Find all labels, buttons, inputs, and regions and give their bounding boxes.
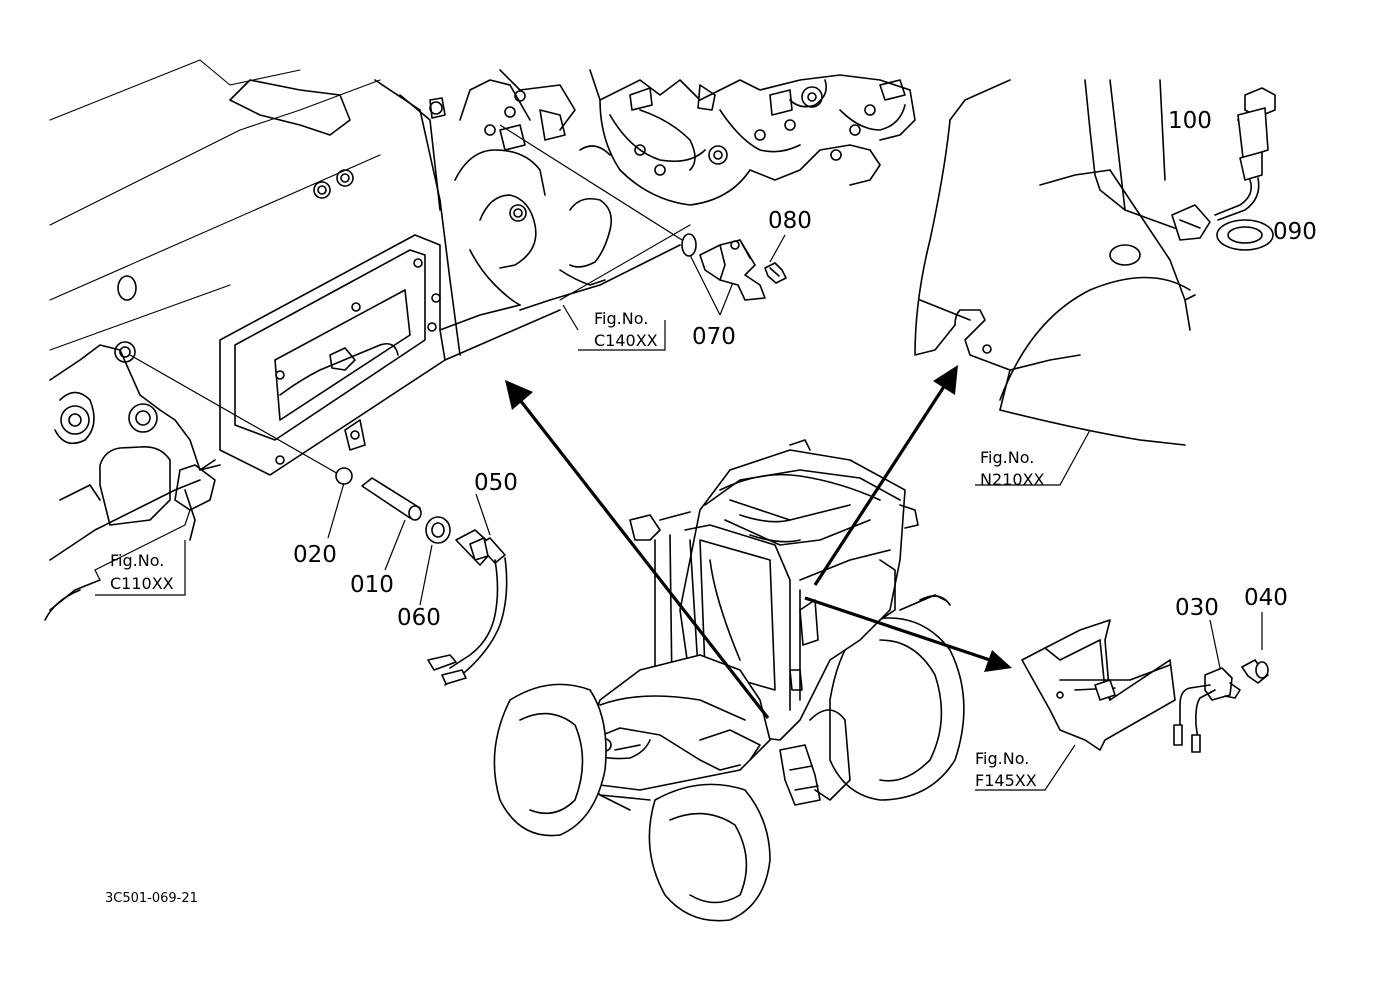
part-020-ball (335, 467, 353, 485)
figref-c110: Fig.No. C110XX (110, 551, 174, 593)
cab-corner-panel (914, 79, 1196, 446)
part-080-bolt (764, 262, 787, 284)
part-070-speed-sensor (681, 233, 766, 301)
part-number-030: 030 (1175, 595, 1219, 621)
document-id: 3C501-069-21 (105, 891, 198, 906)
part-010-pin (361, 477, 422, 521)
figref-f145-line1: Fig.No. (975, 749, 1029, 768)
part-number-010: 010 (350, 572, 394, 598)
figref-c110-line2: C110XX (110, 574, 174, 593)
part-number-050: 050 (474, 470, 518, 496)
transmission-housing (44, 59, 916, 621)
part-number-100: 100 (1168, 108, 1212, 134)
part-number-060: 060 (397, 605, 441, 631)
seat-bracket (1021, 619, 1176, 751)
figref-c140-line1: Fig.No. (594, 309, 648, 328)
part-number-callouts: 020 010 060 050 070 080 100 090 030 040 (293, 108, 1317, 631)
part-060-washer (425, 516, 451, 544)
figref-n210-line2: N210XX (980, 470, 1044, 489)
part-number-020: 020 (293, 542, 337, 568)
part-number-070: 070 (692, 324, 736, 350)
part-100-switch (1171, 87, 1276, 241)
figref-f145-line2: F145XX (975, 771, 1037, 790)
part-090-grommet (1216, 219, 1274, 251)
part-050-pressure-switch (427, 529, 508, 686)
figref-c140-line2: C140XX (594, 331, 658, 350)
part-number-090: 090 (1273, 219, 1317, 245)
figref-c140: Fig.No. C140XX (594, 309, 658, 350)
part-number-040: 040 (1244, 585, 1288, 611)
figref-n210: Fig.No. N210XX (980, 448, 1044, 489)
part-030-seat-switch (1173, 667, 1241, 753)
part-number-080: 080 (768, 208, 812, 234)
tractor-illustration (493, 439, 965, 922)
leader-lines (94, 119, 1271, 791)
figref-n210-line1: Fig.No. (980, 448, 1034, 467)
part-040-screw (1241, 659, 1269, 684)
figref-c110-line1: Fig.No. (110, 551, 164, 570)
direction-arrows (505, 365, 1012, 719)
figref-f145: Fig.No. F145XX (975, 749, 1037, 790)
